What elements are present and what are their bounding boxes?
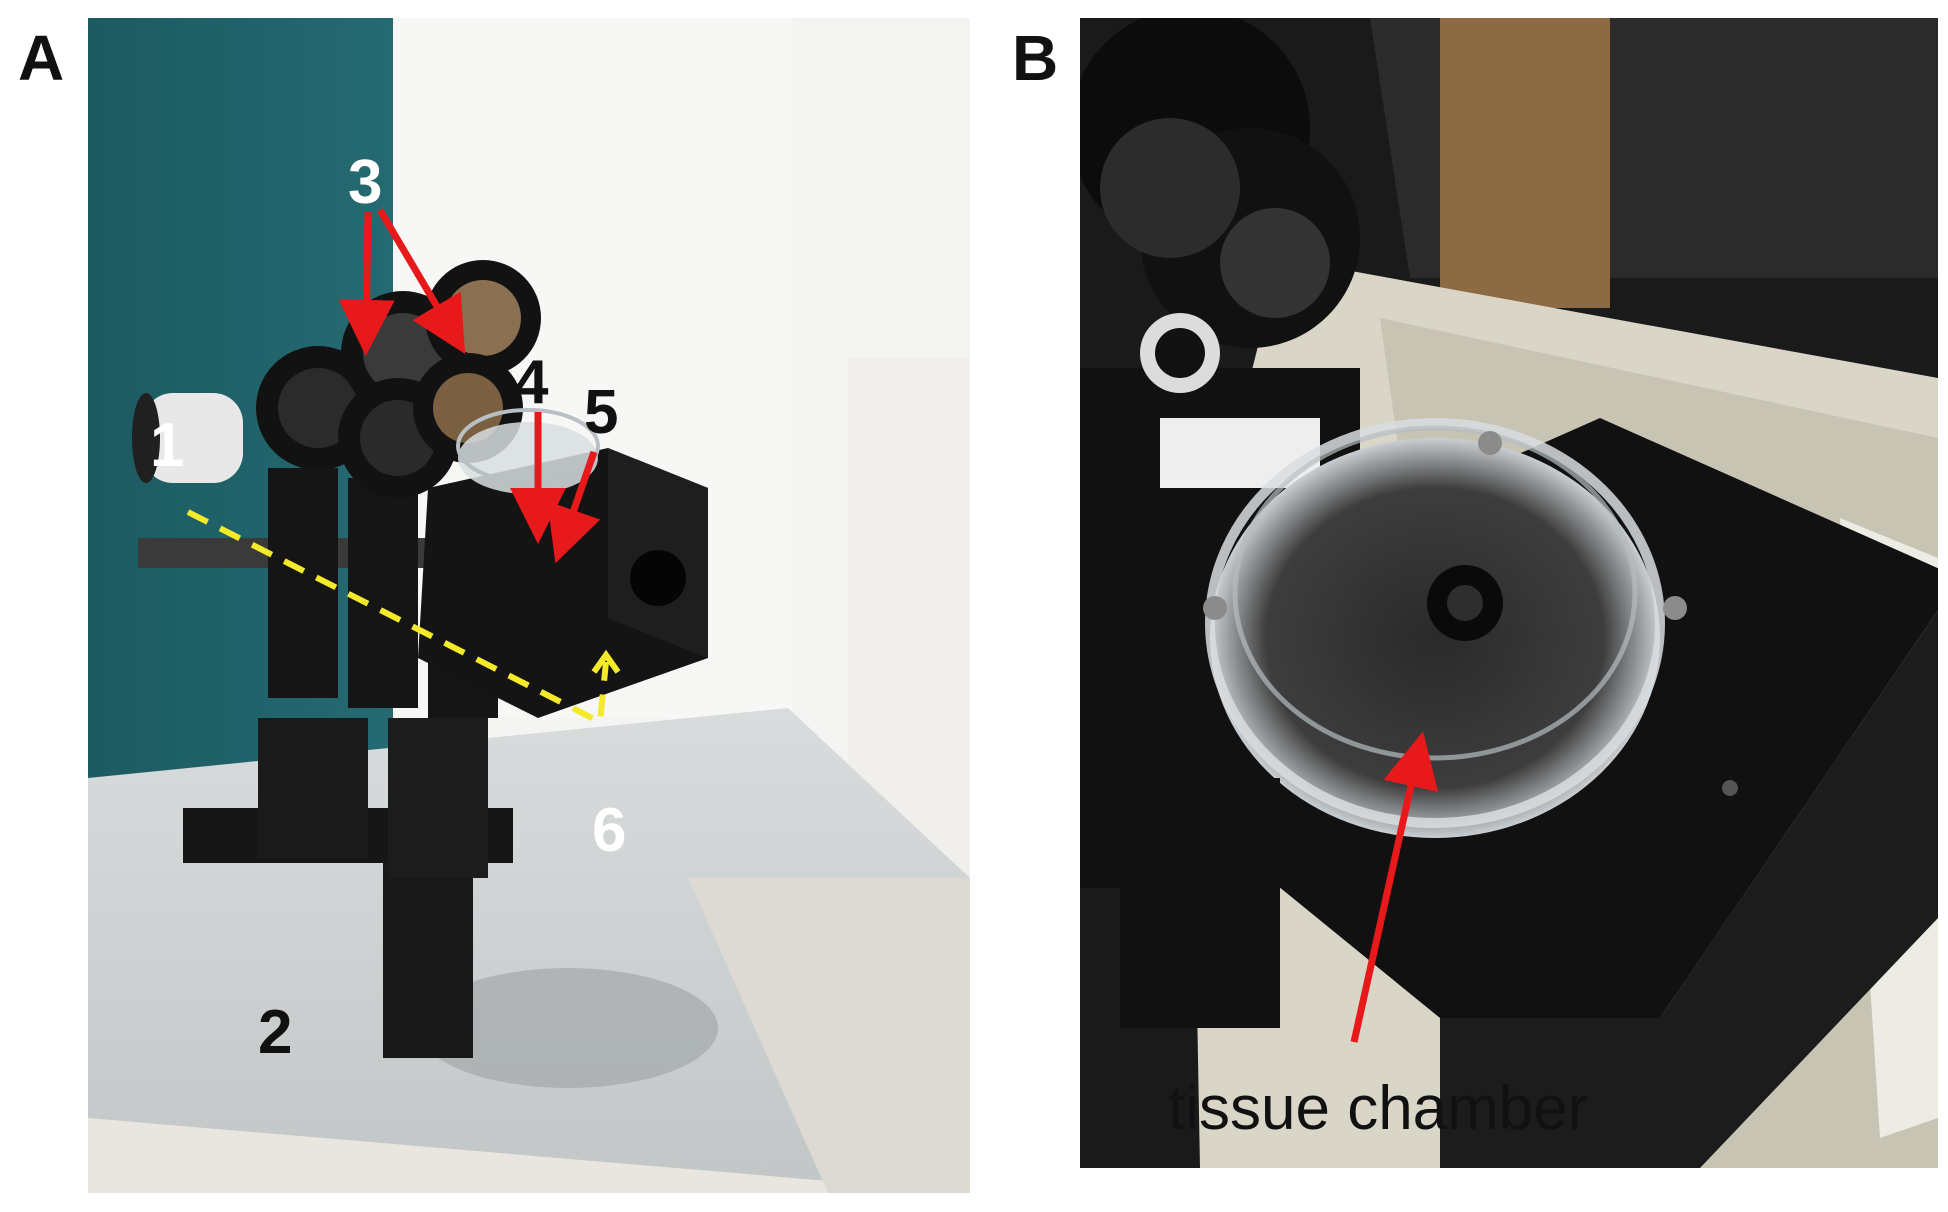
callout-3: 3	[348, 148, 383, 217]
callout-6: 6	[592, 796, 627, 865]
callout-4: 4	[514, 348, 549, 417]
optical-setup-photo	[88, 18, 970, 1193]
panel-letter-a: A	[18, 22, 65, 94]
tissue-chamber-photo	[1080, 18, 1938, 1168]
photo-panel-a	[88, 18, 970, 1193]
callout-2: 2	[258, 998, 293, 1067]
tissue-chamber-label: tissue chamber	[1168, 1074, 1589, 1143]
callout-1: 1	[150, 411, 185, 480]
photo-panel-b	[1080, 18, 1938, 1168]
callout-5: 5	[584, 378, 619, 447]
panel-letter-b: B	[1012, 22, 1059, 94]
